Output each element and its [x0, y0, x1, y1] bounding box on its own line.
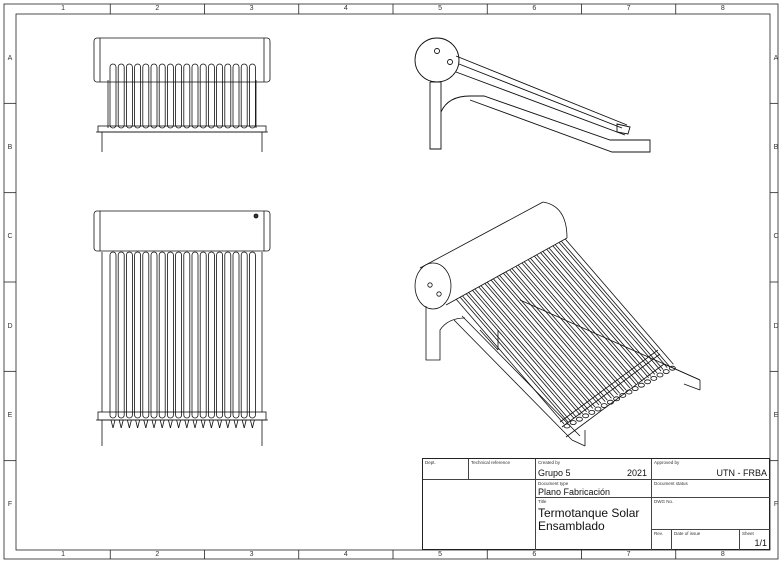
column-label-6: 6 [532, 5, 537, 12]
column-label-6: 6 [532, 551, 537, 558]
blank-cell [423, 480, 536, 550]
iso-tubes [455, 238, 676, 429]
created-value: Grupo 5 [538, 468, 571, 478]
dept-caption: Dept. [425, 460, 436, 465]
approved-value: UTN - FRBA [716, 468, 768, 478]
isometric-view [414, 201, 701, 447]
docstatus-cell: Document status [652, 480, 770, 498]
row-label-D: D [773, 322, 779, 330]
front-elevation [93, 37, 271, 152]
year-value: 2021 [626, 468, 647, 478]
column-label-1: 1 [61, 5, 66, 12]
row-label-A: A [773, 54, 779, 62]
sheet-cell: Sheet 1/1 [740, 530, 770, 550]
row-label-E: E [7, 412, 13, 419]
column-label-7: 7 [626, 5, 631, 12]
created-caption: Created by [538, 460, 561, 465]
column-label-8: 8 [720, 551, 725, 558]
row-label-F: F [773, 501, 779, 509]
outer-frame [3, 3, 779, 560]
doctype-caption: Document type [538, 481, 569, 486]
created-cell: Created by Grupo 5 2021 [536, 459, 652, 480]
column-label-5: 5 [438, 551, 443, 558]
approved-caption: Approved by [654, 460, 680, 465]
zone-ticks [4, 4, 778, 559]
issue-caption: Date of issue [674, 531, 701, 536]
docstatus-caption: Document status [654, 481, 688, 486]
column-label-3: 3 [249, 5, 254, 12]
techref-cell: Technical reference [469, 459, 536, 480]
column-label-2: 2 [155, 5, 160, 12]
plan-tubes [109, 251, 256, 429]
techref-caption: Technical reference [471, 460, 511, 465]
sheet-caption: Sheet [742, 531, 754, 536]
row-label-E: E [773, 412, 779, 419]
row-label-B: B [773, 144, 779, 151]
side-elevation [414, 37, 651, 153]
column-label-1: 1 [61, 551, 66, 558]
doctype-cell: Document type Plano Fabricación [536, 480, 652, 498]
rev-cell: Rev. [652, 530, 672, 550]
issue-cell: Date of issue [672, 530, 740, 550]
row-label-D: D [7, 322, 13, 330]
row-label-A: A [7, 54, 13, 62]
dwg-cell: DWG No. [652, 498, 770, 530]
dwg-caption: DWG No. [654, 499, 674, 504]
title-line1: Termotanque Solar [538, 506, 640, 520]
column-label-4: 4 [343, 5, 348, 12]
row-label-F: F [7, 501, 13, 509]
sheet-value: 1/1 [754, 538, 767, 548]
column-label-2: 2 [155, 551, 160, 558]
approved-cell: Approved by UTN - FRBA [652, 459, 770, 480]
title-block: Dept. Technical reference Created by Gru… [422, 458, 770, 550]
front-tubes [109, 63, 256, 129]
row-label-B: B [7, 144, 13, 151]
plan-view [93, 210, 271, 446]
title-line2: Ensamblado [538, 519, 605, 533]
column-label-8: 8 [720, 5, 725, 12]
column-label-4: 4 [343, 551, 348, 558]
row-label-C: C [7, 233, 13, 241]
doctype-value: Plano Fabricación [538, 487, 611, 497]
column-label-5: 5 [438, 5, 443, 12]
rev-caption: Rev. [654, 531, 663, 536]
column-label-7: 7 [626, 551, 631, 558]
dept-cell: Dept. [423, 459, 469, 480]
title-caption: Title [538, 499, 547, 504]
column-label-3: 3 [249, 551, 254, 558]
title-cell: Title Termotanque Solar Ensamblado [536, 498, 652, 550]
row-label-C: C [773, 233, 779, 241]
